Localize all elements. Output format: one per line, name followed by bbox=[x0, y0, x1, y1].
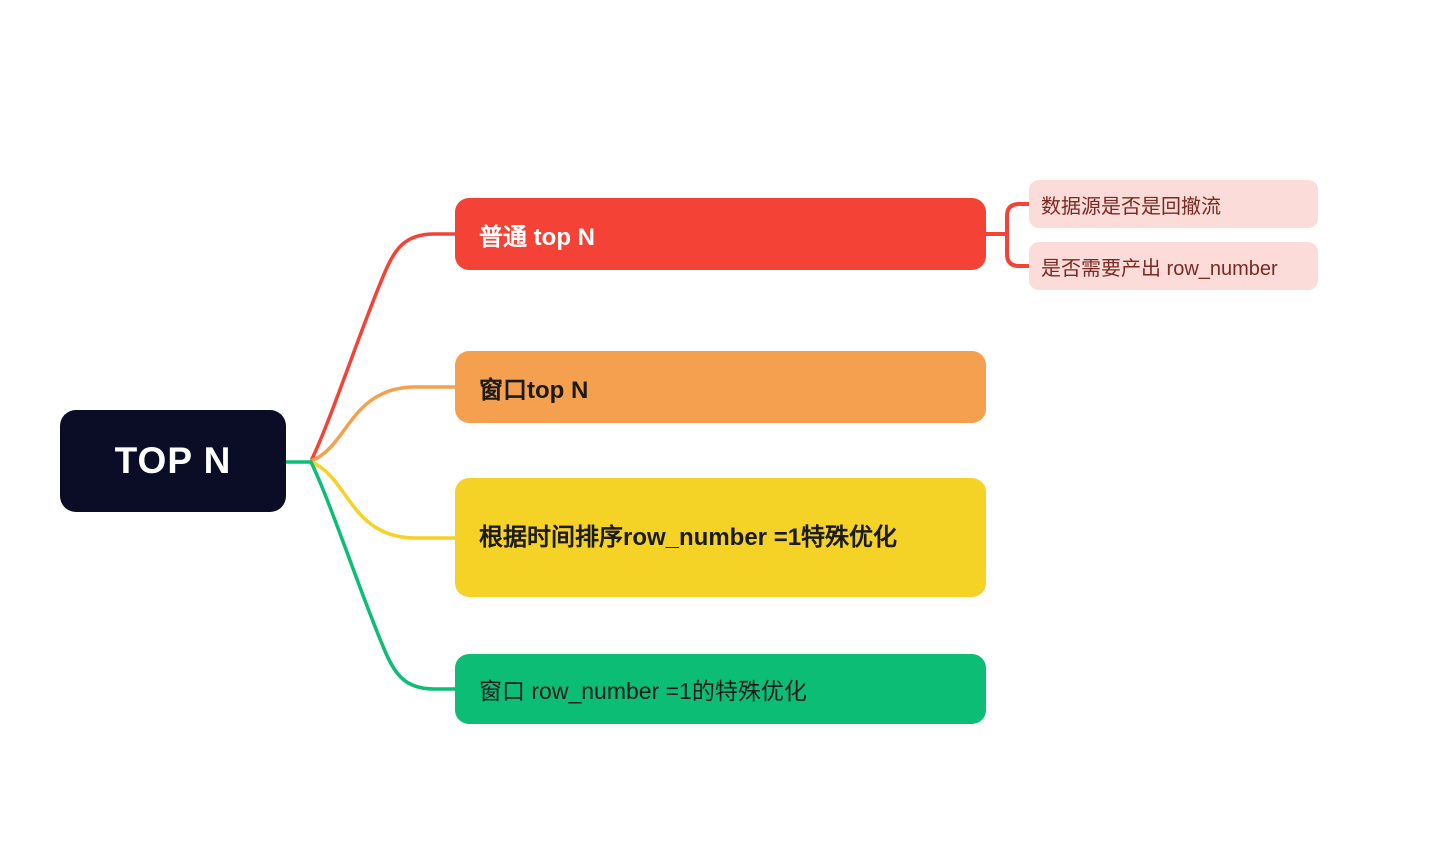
connector-branch-green bbox=[309, 460, 458, 691]
branch-topic-label: 普通 top N bbox=[479, 223, 595, 251]
branch-topic-time-sorted-row-number[interactable]: 根据时间排序row_number =1特殊优化 bbox=[455, 478, 986, 597]
root-topic-label: TOP N bbox=[114, 440, 232, 481]
root-topic-top-n[interactable]: TOP N bbox=[60, 410, 286, 512]
branch-topic-label: 窗口 row_number =1的特殊优化 bbox=[479, 678, 807, 704]
subtopic-label: 数据源是否是回撤流 bbox=[1041, 195, 1221, 218]
connector-branch-yellow bbox=[309, 460, 458, 540]
connector-branch-red bbox=[309, 232, 458, 463]
branch-topic-window-top-n[interactable]: 窗口top N bbox=[455, 351, 986, 423]
subtopic-retract-stream[interactable]: 数据源是否是回撤流 bbox=[1029, 180, 1318, 228]
connector-branch-orange bbox=[309, 385, 458, 463]
connector-red-children-bracket bbox=[983, 202, 1032, 268]
branch-topic-label: 窗口top N bbox=[479, 376, 589, 404]
branch-topic-normal-top-n[interactable]: 普通 top N bbox=[455, 198, 986, 270]
subtopic-label: 是否需要产出 row_number bbox=[1041, 257, 1278, 280]
branch-topic-label: 根据时间排序row_number =1特殊优化 bbox=[479, 524, 898, 551]
subtopic-produce-row-number[interactable]: 是否需要产出 row_number bbox=[1029, 242, 1318, 290]
branch-topic-window-row-number[interactable]: 窗口 row_number =1的特殊优化 bbox=[455, 654, 986, 724]
